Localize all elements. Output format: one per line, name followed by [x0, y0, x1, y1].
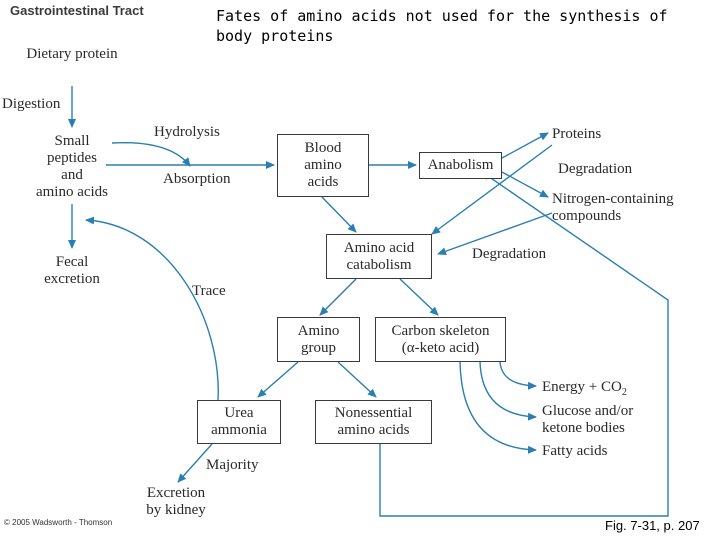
label-trace: Trace: [192, 283, 226, 299]
arrow-trace: [85, 216, 219, 401]
source-header: Gastrointestinal Tract: [10, 3, 144, 18]
label-majority: Majority: [206, 457, 259, 473]
label-glucose-ketone: Glucose and/or ketone bodies: [542, 403, 634, 436]
label-hydrolysis: Hydrolysis: [154, 124, 220, 140]
arrow-nitrogen-degradation: [437, 212, 553, 256]
label-degradation-1: Degradation: [558, 161, 633, 177]
arrow-nonessential-loop: [379, 171, 669, 517]
label-digestion: Digestion: [2, 96, 61, 112]
arrow-protein-degradation: [431, 144, 553, 235]
arrow-catabolism-aminogroup: [319, 278, 357, 316]
label-proteins: Proteins: [552, 126, 602, 142]
label-nitrogen-compounds: Nitrogen-containing compounds: [552, 191, 674, 224]
label-degradation-2: Degradation: [472, 246, 547, 262]
figure-reference: Fig. 7-31, p. 207: [605, 518, 700, 533]
arrow-carbon-fatty: [459, 361, 537, 454]
copyright-text: © 2005 Wadsworth - Thomson: [4, 518, 113, 527]
arrow-carbon-glucose: [479, 361, 537, 421]
box-urea-ammonia: Urea ammonia: [197, 400, 281, 444]
box-carbon-skeleton: Carbon skeleton (α-keto acid): [375, 317, 506, 362]
label-small-peptides: Small peptides and amino acids: [35, 133, 109, 200]
box-nonessential-amino-acids: Nonessential amino acids: [315, 400, 432, 444]
box-amino-group: Amino group: [277, 317, 360, 362]
label-dietary-protein: Dietary protein: [26, 46, 118, 62]
diagram-title: Fates of amino acids not used for the sy…: [216, 7, 668, 45]
label-absorption: Absorption: [163, 171, 231, 187]
box-amino-acid-catabolism: Amino acid catabolism: [326, 234, 432, 279]
arrow-carbon-energy: [499, 361, 537, 390]
arrow-urea-kidney: [177, 443, 213, 483]
label-fecal-excretion: Fecal excretion: [44, 254, 100, 287]
arrow-aminogroup-nonessential: [337, 361, 377, 398]
label-energy-co2: Energy + CO2: [542, 379, 627, 398]
box-anabolism: Anabolism: [419, 152, 502, 179]
arrow-catabolism-carbon: [399, 278, 439, 316]
arrow-anabolism-nitrogen: [501, 171, 549, 198]
label-fatty-acids: Fatty acids: [542, 443, 608, 459]
arrow-anabolism-proteins: [501, 132, 549, 159]
arrow-hydrolysis: [111, 141, 191, 167]
box-blood-amino-acids: Blood amino acids: [277, 134, 369, 197]
arrow-blood-catabolism: [321, 196, 357, 233]
label-excretion-kidney: Excretion by kidney: [146, 485, 206, 518]
arrow-aminogroup-urea: [257, 361, 299, 398]
